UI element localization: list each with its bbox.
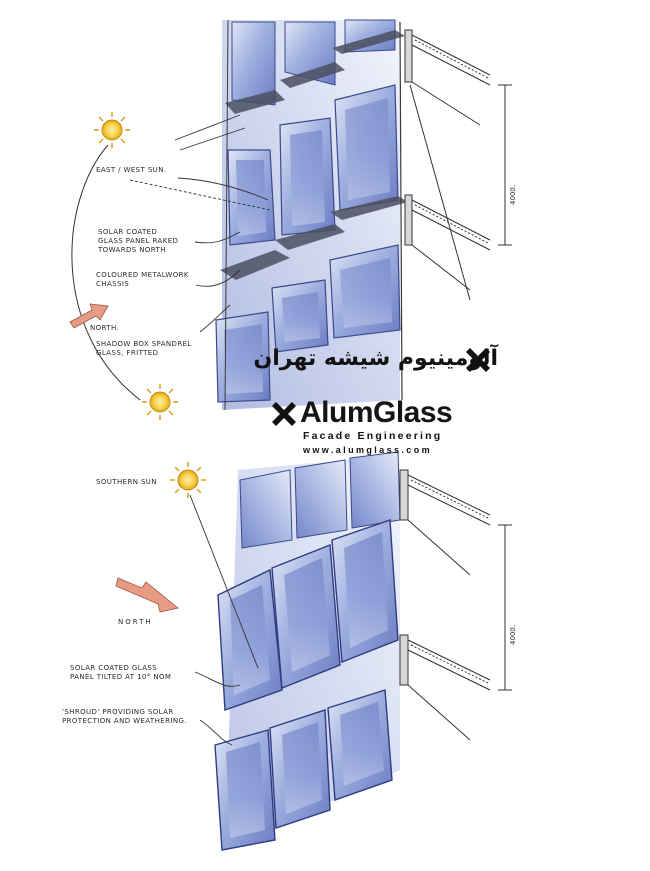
metalwork-label-line1: COLOURED METALWORK <box>96 271 189 279</box>
tilted-glass-label-line2: PANEL TILTED AT 10° NOM <box>70 673 172 681</box>
dimension-upper: 4000. <box>509 184 517 205</box>
shroud-label-line2: PROTECTION AND WEATHERING. <box>62 717 187 725</box>
sun-icon <box>170 462 206 498</box>
north-arrow-icon <box>69 303 109 329</box>
glass-panel <box>349 451 401 529</box>
watermark-subtitle: Facade Engineering <box>303 430 443 442</box>
southern-sun-label: SOUTHERN SUN <box>96 478 157 486</box>
solar-glass-label-line1: SOLAR COATED <box>98 228 158 236</box>
watermark-brand: AlumGlass <box>300 396 453 429</box>
north-label-lower: NORTH <box>118 618 153 626</box>
lower-facade <box>214 451 512 851</box>
glass-panel <box>294 459 348 539</box>
sun-icon <box>142 384 178 420</box>
east-west-sun-label: EAST / WEST SUN. <box>96 166 167 174</box>
watermark-url: www.alumglass.com <box>303 445 432 455</box>
spandrel-label-line1: SHADOW BOX SPANDREL <box>96 340 192 348</box>
upper-facade <box>215 19 512 411</box>
glass-panel <box>239 469 293 549</box>
metalwork-label-line2: CHASSIS <box>96 280 130 288</box>
shroud-label-line1: 'SHROUD' PROVIDING SOLAR <box>62 708 174 716</box>
north-label-upper: NORTH. <box>90 324 120 332</box>
sun-icon <box>94 112 130 148</box>
north-arrow-icon <box>115 577 179 613</box>
dimension-lower: 4000. <box>509 624 517 645</box>
watermark-persian-name: آلومینیوم شیشه تهران <box>253 346 498 371</box>
tilted-glass-label-line1: SOLAR COATED GLASS <box>70 664 158 672</box>
spandrel-label-line2: GLASS, FRITTED <box>96 349 159 357</box>
glass-panel <box>231 21 276 106</box>
solar-glass-label-line3: TOWARDS NORTH <box>98 246 166 254</box>
alumglass-logo-icon <box>272 348 490 426</box>
solar-glass-label-line2: GLASS PANEL RAKED <box>98 237 179 245</box>
